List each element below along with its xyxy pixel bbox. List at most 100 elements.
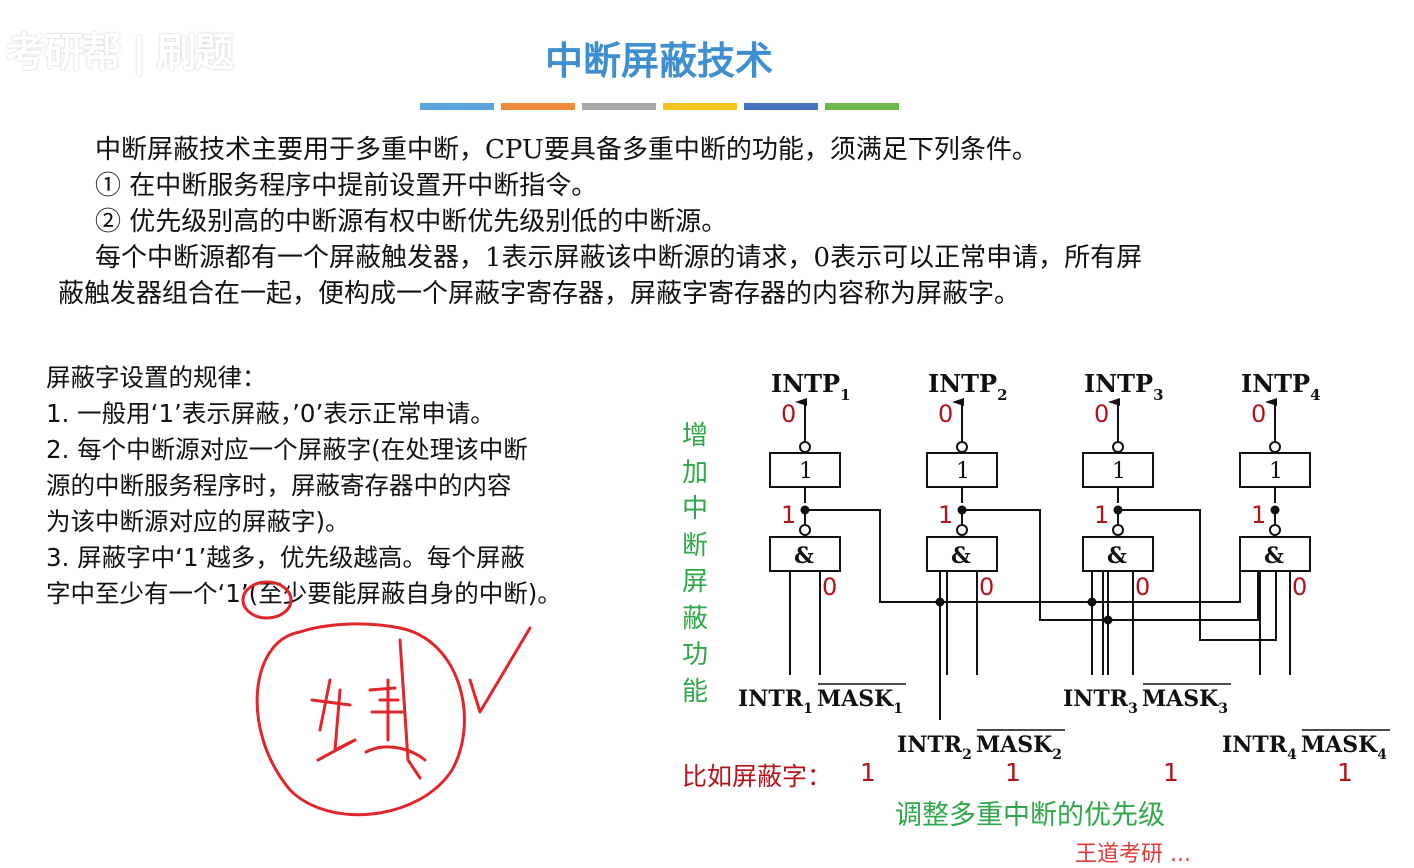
footer-text: 王道考研 ... [1075, 842, 1191, 867]
rule-line: 3. 屏蔽字中‘1’越多，优先级越高。每个屏蔽 [46, 543, 525, 572]
example-mask-word: 比如屏蔽字： [682, 757, 832, 793]
junction-dot [1103, 615, 1113, 625]
output-value: 0 [1251, 400, 1266, 428]
intp-label: INTP1 [771, 369, 851, 404]
cross-wire [962, 509, 1259, 621]
and-gate [926, 536, 998, 572]
junction-dot [800, 505, 810, 515]
mask-value: 1 [1251, 501, 1266, 529]
inverter-bubble [1112, 524, 1124, 536]
flipflop-value: 1 [1112, 459, 1126, 484]
output-value: 0 [781, 400, 796, 428]
flipflop-value: 1 [956, 459, 970, 484]
mask-flipflop [926, 452, 998, 488]
ink-stroke [310, 678, 357, 762]
annotation-circle [255, 622, 466, 817]
inverter-bubble [1269, 524, 1281, 536]
example-value-4: 1 [1337, 758, 1353, 787]
example-value-1: 1 [860, 758, 876, 787]
priority-caption: 调整多重中断的优先级 [895, 800, 1165, 831]
rule-line: 源的中断服务程序时，屏蔽寄存器中的内容 [46, 471, 512, 500]
junction-dot [957, 505, 967, 515]
junction-dot [935, 597, 945, 607]
cross-wire [1118, 509, 1277, 641]
color-bar [582, 103, 656, 110]
cross-wire [805, 509, 1241, 603]
output-value: 0 [1094, 400, 1109, 428]
color-bar [501, 103, 575, 110]
mask-flipflop [769, 452, 841, 488]
example-value-2: 1 [1005, 758, 1021, 787]
vertical-caption: 增 加 中 断 屏 蔽 功 能 [678, 418, 712, 710]
request-value: 0 [1292, 573, 1307, 601]
flipflop-value: 1 [799, 459, 813, 484]
ink-stroke [364, 678, 427, 762]
caption-char: 加 [681, 457, 708, 488]
mask-flipflop [1239, 452, 1311, 488]
junction-dot [1087, 597, 1097, 607]
inverter-bubble [1269, 441, 1281, 453]
watermark: 考研帮 | 刷题 [6, 30, 234, 76]
example-value-3: 1 [1163, 758, 1179, 787]
and-symbol: & [1264, 543, 1284, 569]
junction-dot [1270, 505, 1280, 515]
rule-line: 字中至少有一个‘1’(至少要能屏蔽自身的中断)。 [46, 579, 562, 608]
interrupt-mask-circuit: INTP11&010INTP21&010INTP31&010INTP41&010… [738, 369, 1390, 763]
color-bar [825, 103, 899, 110]
intro-line: 蔽触发器组合在一起，便构成一个屏蔽字寄存器，屏蔽字寄存器的内容称为屏蔽字。 [58, 279, 1021, 309]
mask-value: 1 [781, 501, 796, 529]
request-value: 0 [1135, 573, 1150, 601]
slide-title: 中断屏蔽技术 [544, 39, 773, 83]
inverter-bubble [1112, 441, 1124, 453]
output-value: 0 [938, 400, 953, 428]
and-gate [1239, 536, 1311, 572]
rule-line: 1. 一般用‘1’表示屏蔽，’0’表示正常申请。 [46, 399, 495, 428]
intp-label: INTP3 [1084, 369, 1164, 404]
rule-line: 2. 每个中断源对应一个屏蔽字(在处理该中断 [46, 435, 528, 464]
request-value: 0 [979, 573, 994, 601]
caption-char: 屏 [681, 567, 708, 597]
inverter-bubble [956, 524, 968, 536]
caption-char: 功 [681, 640, 708, 670]
title-underline-bars [420, 103, 899, 110]
condition-1: ① 在中断服务程序中提前设置开中断指令。 [95, 171, 598, 201]
and-gate [769, 536, 841, 572]
condition-2: ② 优先级别高的中断源有权中断优先级别低的中断源。 [95, 207, 728, 237]
mask-rules: 屏蔽字设置的规律： 1. 一般用‘1’表示屏蔽，’0’表示正常申请。 2. 每个… [46, 360, 666, 612]
caption-char: 增 [681, 421, 708, 451]
mask-value: 1 [938, 501, 953, 529]
intp-label: INTP4 [1241, 369, 1321, 404]
junction-dot [1113, 505, 1123, 515]
color-bar [744, 103, 818, 110]
rules-heading: 屏蔽字设置的规律： [46, 363, 267, 392]
ink-stroke [398, 638, 422, 780]
inverter-bubble [956, 441, 968, 453]
example-label: 比如屏蔽字： [682, 762, 833, 791]
rule-line: 为该中断源对应的屏蔽字)。 [46, 507, 350, 536]
and-symbol: & [951, 543, 971, 569]
and-gate [1082, 536, 1154, 572]
caption-char: 中 [681, 494, 708, 524]
inverter-bubble [799, 524, 811, 536]
request-value: 0 [822, 573, 837, 601]
color-bar [663, 103, 737, 110]
mask-flipflop [1082, 452, 1154, 488]
color-bar [420, 103, 494, 110]
inverter-bubble [799, 441, 811, 453]
caption-char: 蔽 [681, 603, 708, 634]
flipflop-value: 1 [1269, 459, 1283, 484]
intro-paragraph: 中断屏蔽技术主要用于多重中断，CPU要具备多重中断的功能，须满足下列条件。 ① … [58, 132, 1308, 312]
checkmark [468, 626, 532, 714]
and-symbol: & [794, 543, 814, 569]
intro-line: 中断屏蔽技术主要用于多重中断，CPU要具备多重中断的功能，须满足下列条件。 [95, 135, 1038, 165]
intro-line: 每个中断源都有一个屏蔽触发器，1表示屏蔽该中断源的请求，0表示可以正常申请，所有… [95, 243, 1143, 273]
caption-char: 能 [681, 676, 708, 707]
caption-char: 断 [681, 530, 708, 561]
and-symbol: & [1107, 543, 1127, 569]
intp-label: INTP2 [928, 369, 1008, 404]
mask-value: 1 [1094, 501, 1109, 529]
